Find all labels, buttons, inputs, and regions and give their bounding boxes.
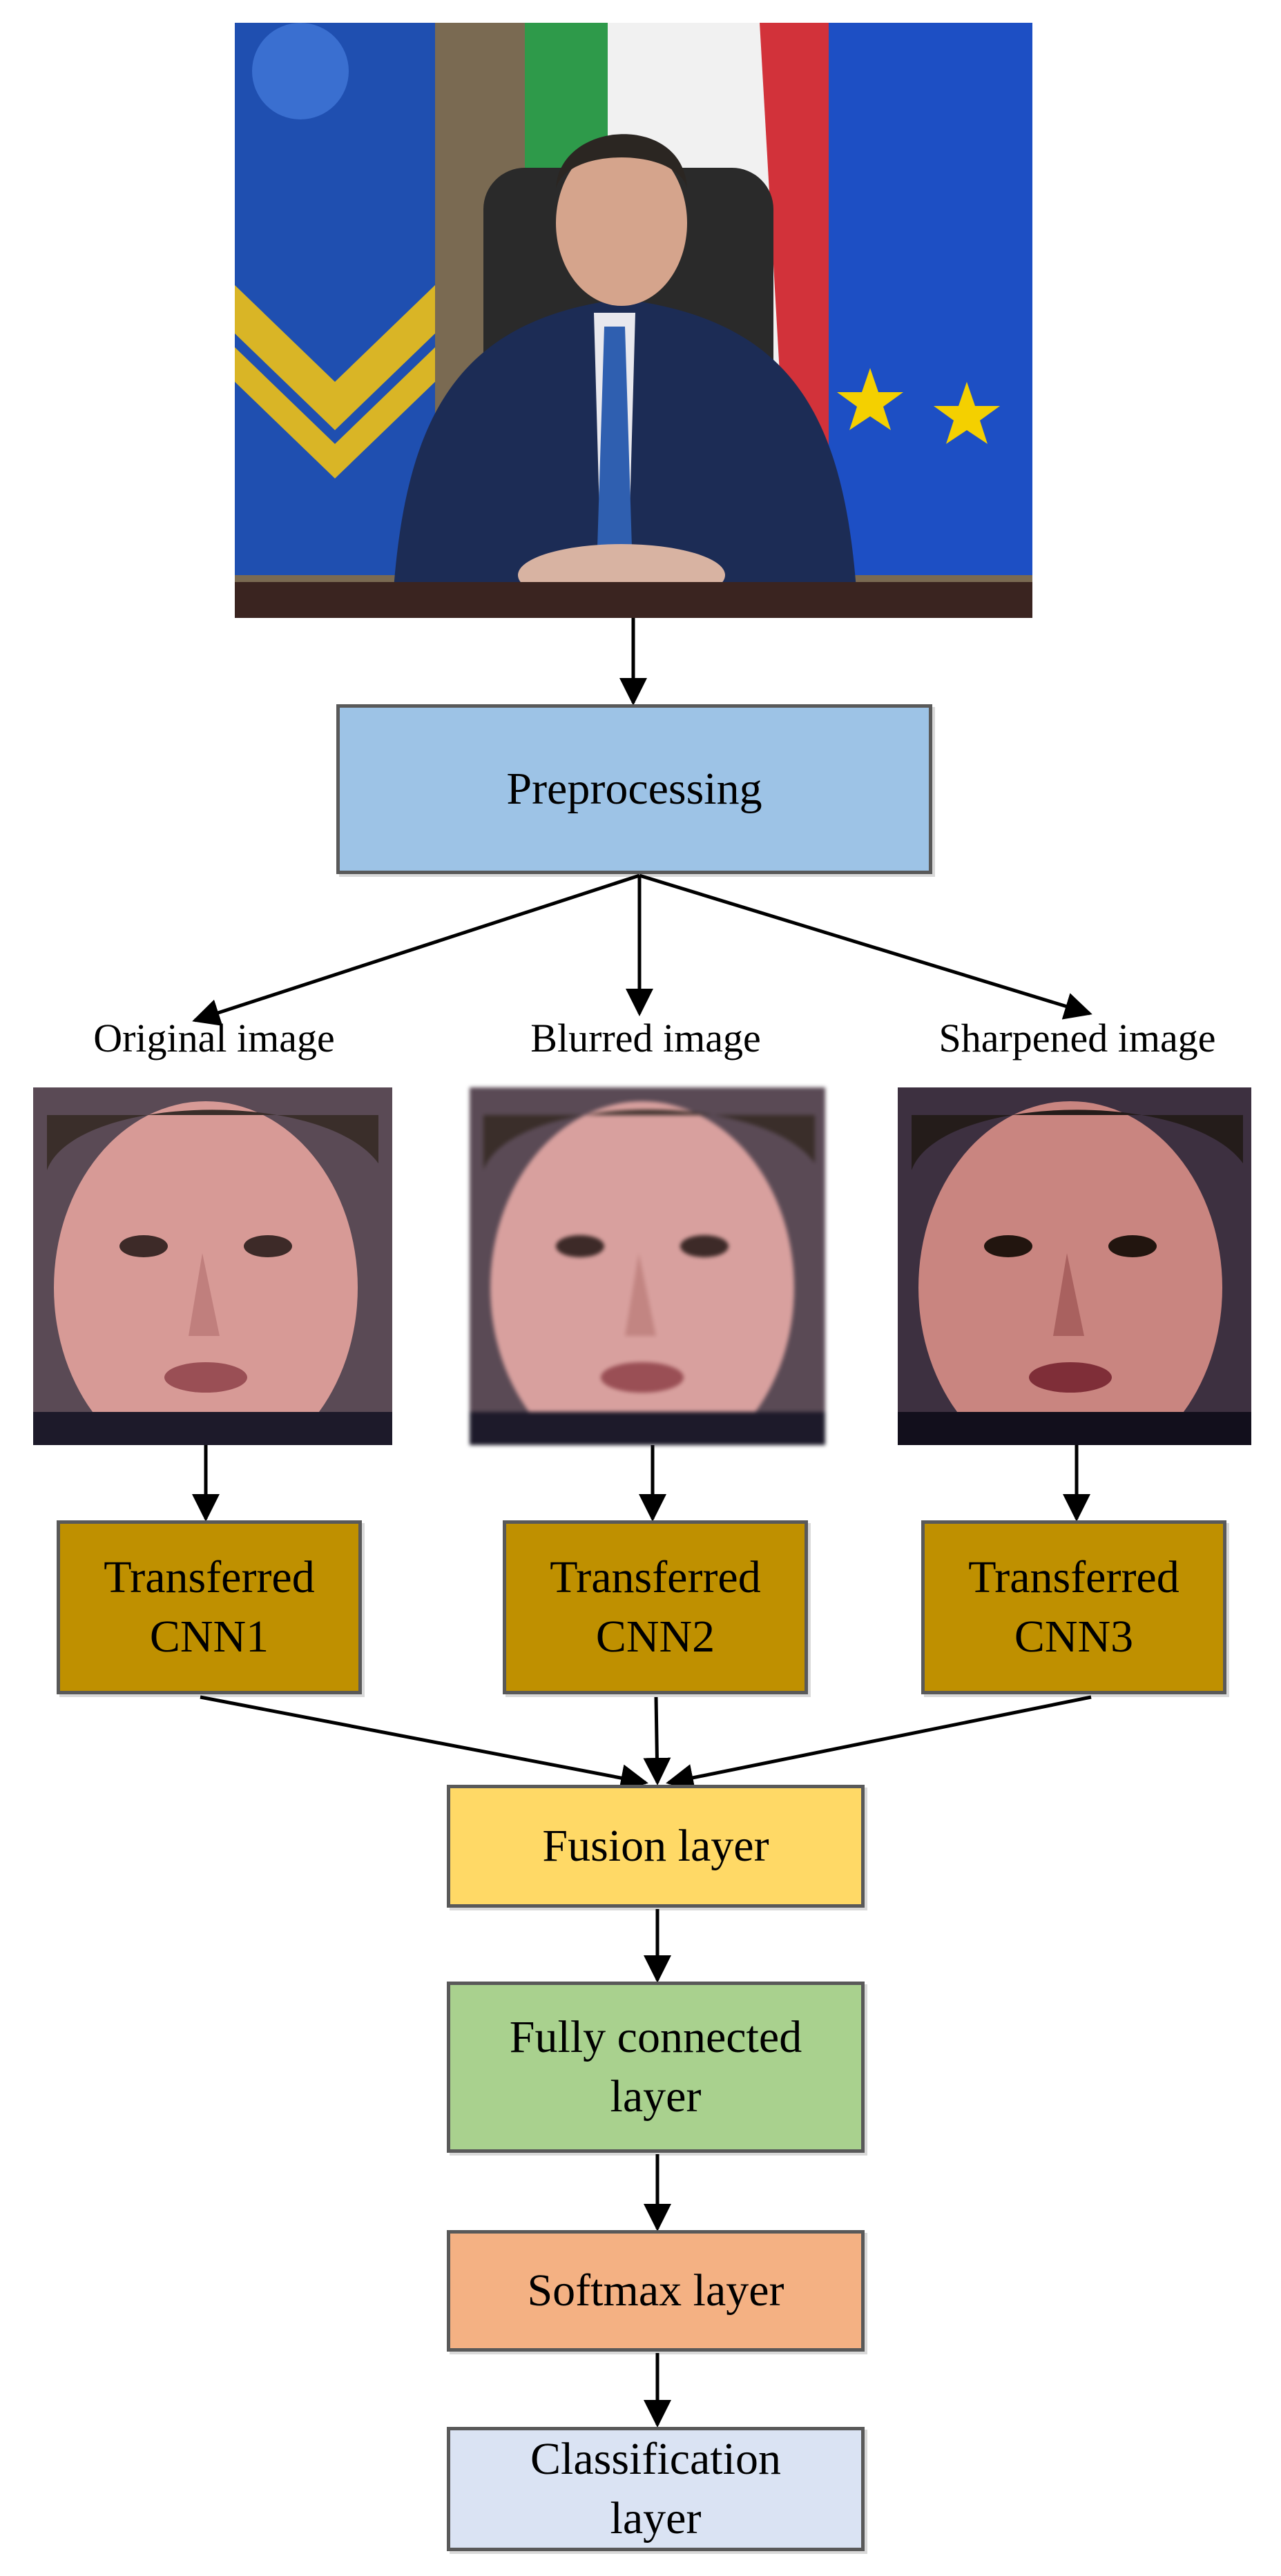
cnn2-label-line2: CNN2 — [595, 1611, 715, 1662]
cnn1-label-line1: Transferred — [104, 1552, 315, 1603]
softmax-layer-label: Softmax layer — [527, 2265, 784, 2316]
arrow-cnn1-to-fusion — [200, 1695, 648, 1792]
fc-label-line1: Fully connected — [509, 2012, 802, 2063]
cnn1-box: Transferred CNN1 — [57, 1520, 362, 1694]
cnn2-box: Transferred CNN2 — [503, 1520, 808, 1694]
cnn3-box: Transferred CNN3 — [921, 1520, 1226, 1694]
arrow-cnn3-to-fusion — [666, 1695, 1092, 1792]
fc-label-line2: layer — [610, 2071, 702, 2122]
fusion-layer-box: Fusion layer — [447, 1785, 865, 1908]
fusion-layer-label: Fusion layer — [542, 1821, 769, 1872]
sharpened-face-image — [898, 1087, 1251, 1445]
original-face-image — [33, 1087, 392, 1445]
blurred-face-image — [470, 1087, 825, 1445]
arrow-cnn2-to-fusion — [643, 1696, 671, 1785]
blurred-image-label: Blurred image — [530, 1016, 761, 1061]
cnn1-label-line2: CNN1 — [149, 1611, 269, 1662]
input-photo — [235, 23, 1032, 618]
sharpened-image-label: Sharpened image — [938, 1016, 1216, 1061]
softmax-layer-box: Softmax layer — [447, 2230, 865, 2352]
arrow-preprocessing-to-sharpened — [639, 873, 1092, 1020]
fully-connected-layer-box: Fully connected layer — [447, 1982, 865, 2153]
cnn3-label-line1: Transferred — [968, 1552, 1179, 1603]
classification-layer-box: Classification layer — [447, 2427, 865, 2551]
original-image-label: Original image — [93, 1016, 335, 1061]
cnn2-label-line1: Transferred — [550, 1552, 761, 1603]
classification-label-line2: layer — [610, 2493, 702, 2544]
arrow-preprocessing-to-original — [192, 873, 640, 1026]
preprocessing-label: Preprocessing — [506, 764, 762, 815]
preprocessing-box: Preprocessing — [336, 704, 932, 874]
classification-label-line1: Classification — [530, 2434, 781, 2485]
cnn3-label-line2: CNN3 — [1014, 1611, 1134, 1662]
